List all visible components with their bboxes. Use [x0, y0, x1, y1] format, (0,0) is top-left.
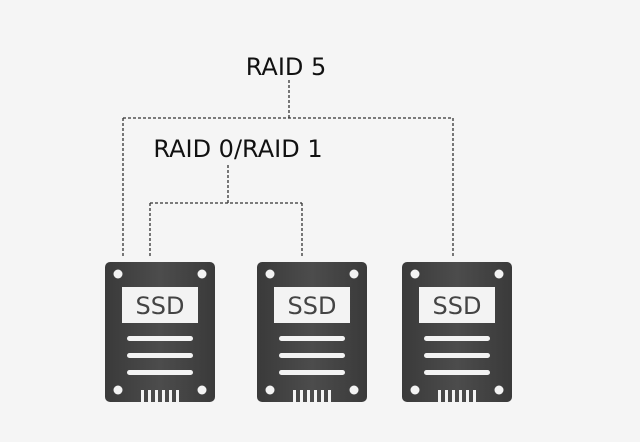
ssd-label: SSD: [433, 292, 482, 320]
ssd-stripe: [424, 370, 490, 375]
raid5-label: RAID 5: [246, 53, 327, 81]
connector-pins: [141, 390, 179, 402]
ssd-stripe: [127, 353, 193, 358]
screw-icon: [494, 385, 504, 395]
screw-icon: [410, 269, 420, 279]
screw-icon: [265, 385, 275, 395]
ssd-drive-2: SSD: [257, 262, 367, 402]
ssd-stripe: [424, 353, 490, 358]
screw-icon: [349, 269, 359, 279]
screw-icon: [197, 269, 207, 279]
screw-icon: [197, 385, 207, 395]
ssd-label-plate: [122, 287, 198, 323]
ssd-drive-1: SSD: [105, 262, 215, 402]
ssd-stripe: [127, 336, 193, 341]
ssd-body: [105, 262, 215, 402]
ssd-stripe: [279, 370, 345, 375]
screw-icon: [349, 385, 359, 395]
screw-icon: [113, 385, 123, 395]
ssd-body: [402, 262, 512, 402]
ssd-stripe: [127, 370, 193, 375]
screw-icon: [113, 269, 123, 279]
ssd-stripe: [279, 336, 345, 341]
ssd-label-plate: [419, 287, 495, 323]
ssd-stripe: [424, 336, 490, 341]
connector-pins: [293, 390, 331, 402]
ssd-body: [257, 262, 367, 402]
raid0-raid1-label: RAID 0/RAID 1: [153, 135, 322, 163]
screw-icon: [265, 269, 275, 279]
ssd-label-plate: [274, 287, 350, 323]
raid0-raid1-connector: [149, 165, 303, 258]
screw-icon: [410, 385, 420, 395]
ssd-label: SSD: [288, 292, 337, 320]
raid5-connector: [122, 80, 454, 258]
ssd-drive-3: SSD: [402, 262, 512, 402]
screw-icon: [494, 269, 504, 279]
connector-pins: [438, 390, 476, 402]
ssd-label: SSD: [136, 292, 185, 320]
ssd-stripe: [279, 353, 345, 358]
